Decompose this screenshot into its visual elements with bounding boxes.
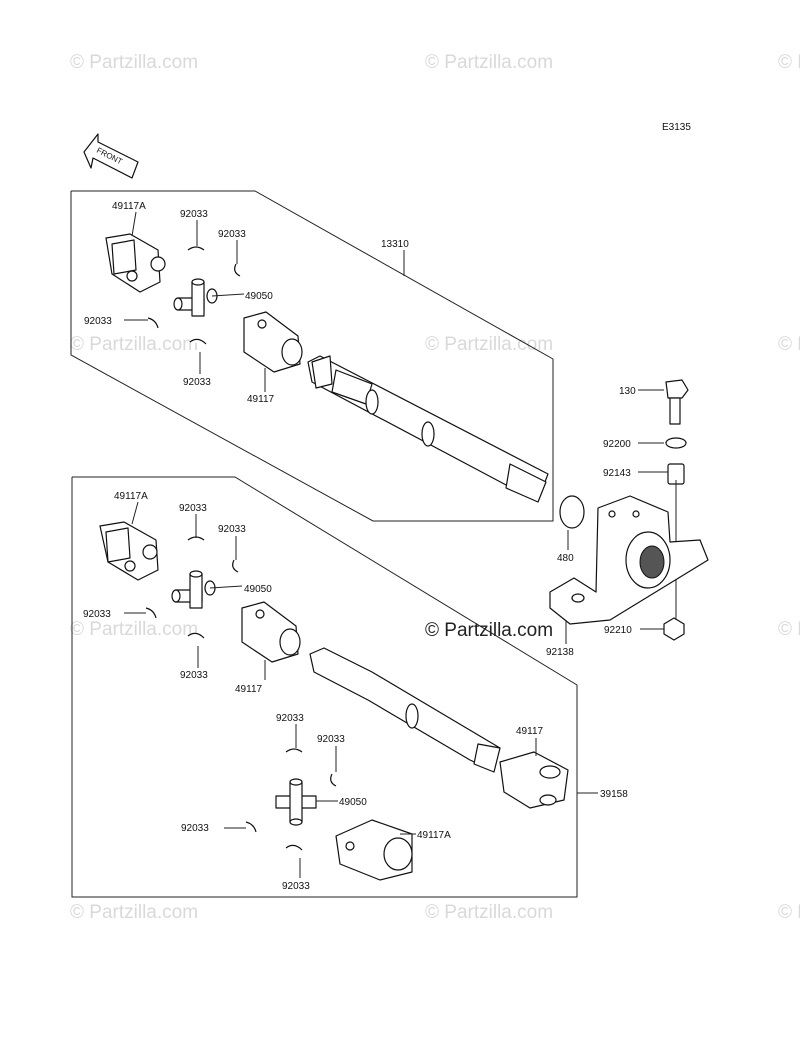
watermark: © Partzilla.com (778, 619, 800, 640)
part-number-label[interactable]: 49117 (235, 684, 263, 695)
watermark: © Partzilla.com (778, 52, 800, 73)
leader-line (209, 585, 243, 589)
cross-joint-part (173, 278, 218, 317)
circlip-part (187, 632, 205, 639)
watermark-group: © Partzilla.com © Partzilla.com © Partzi… (70, 52, 800, 923)
part-number-label[interactable]: 130 (619, 386, 636, 397)
leader-line (131, 501, 139, 525)
yoke-part (335, 819, 413, 881)
watermark: © Partzilla.com (425, 620, 553, 641)
part-number-label[interactable]: 92033 (183, 377, 211, 388)
part-number-label[interactable]: 92033 (180, 670, 208, 681)
part-number-label[interactable]: 92033 (317, 734, 345, 745)
part-number-label[interactable]: 49050 (244, 584, 272, 595)
part-number-label[interactable]: 92033 (84, 316, 112, 327)
part-number-label[interactable]: 92033 (276, 713, 304, 724)
yoke-part (241, 601, 301, 663)
bolt-part (665, 379, 689, 425)
watermark: © Partzilla.com (70, 902, 198, 923)
watermark: © Partzilla.com (425, 52, 553, 73)
watermark: © Partzilla.com (425, 902, 553, 923)
part-number-label[interactable]: 92033 (218, 229, 246, 240)
leader-line (211, 293, 245, 297)
part-labels: 49117A 92033 92033 13310 49050 92033 920… (83, 201, 636, 892)
circlip-part (232, 559, 239, 573)
circlip-part (187, 246, 205, 251)
part-number-label[interactable]: 49050 (245, 291, 273, 302)
watermark: © Partzilla.com (70, 619, 198, 640)
part-number-label[interactable]: 92033 (180, 209, 208, 220)
circlip-part (145, 607, 157, 619)
part-number-label[interactable]: 92033 (282, 881, 310, 892)
assembly-outline-top (70, 190, 554, 522)
part-number-label[interactable]: 92200 (603, 439, 631, 450)
yoke-part (105, 233, 166, 293)
circlip-part (189, 338, 207, 345)
part-number-label[interactable]: 92033 (181, 823, 209, 834)
drive-shaft-part (307, 355, 549, 503)
part-number-label[interactable]: 49117 (516, 726, 544, 737)
part-number-label[interactable]: 39158 (600, 789, 628, 800)
yoke-part (243, 311, 303, 373)
circlip-part (245, 821, 257, 833)
part-number-label[interactable]: 49117 (247, 394, 275, 405)
part-number-label[interactable]: 49117A (417, 830, 451, 841)
part-number-label[interactable]: 480 (557, 553, 574, 564)
watermark: © Partzilla.com (425, 334, 553, 355)
cross-joint-part (171, 570, 216, 609)
part-number-label[interactable]: 49117A (112, 201, 146, 212)
snap-ring-part (559, 495, 585, 529)
diagram-id: E3135 (662, 122, 691, 133)
bearing-housing-part (549, 495, 709, 625)
circlip-part (234, 263, 241, 277)
part-number-label[interactable]: 49050 (339, 797, 367, 808)
leader-line (131, 211, 137, 237)
yoke-part (499, 751, 569, 809)
cross-joint-part (275, 778, 317, 826)
circlip-part (285, 844, 303, 851)
part-number-label[interactable]: 92143 (603, 468, 631, 479)
part-number-label[interactable]: 92210 (604, 625, 632, 636)
part-number-label[interactable]: 92033 (218, 524, 246, 535)
circlip-part (330, 773, 337, 787)
watermark: © Partzilla.com (778, 334, 800, 355)
part-number-label[interactable]: 92033 (83, 609, 111, 620)
part-number-label[interactable]: 92033 (179, 503, 207, 514)
watermark: © Partzilla.com (70, 52, 198, 73)
part-number-label[interactable]: 13310 (381, 239, 409, 250)
washer-part (665, 437, 687, 449)
watermark: © Partzilla.com (70, 334, 198, 355)
drive-shaft-part (309, 647, 501, 773)
assembly-outline-bottom (71, 476, 578, 898)
part-number-label[interactable]: 49117A (114, 491, 148, 502)
yoke-part (99, 521, 159, 581)
circlip-part (285, 748, 303, 753)
nut-part (663, 617, 685, 641)
watermark: © Partzilla.com (778, 902, 800, 923)
circlip-part (147, 317, 159, 329)
part-number-label[interactable]: 92138 (546, 647, 574, 658)
front-arrow: FRONT (83, 133, 139, 179)
